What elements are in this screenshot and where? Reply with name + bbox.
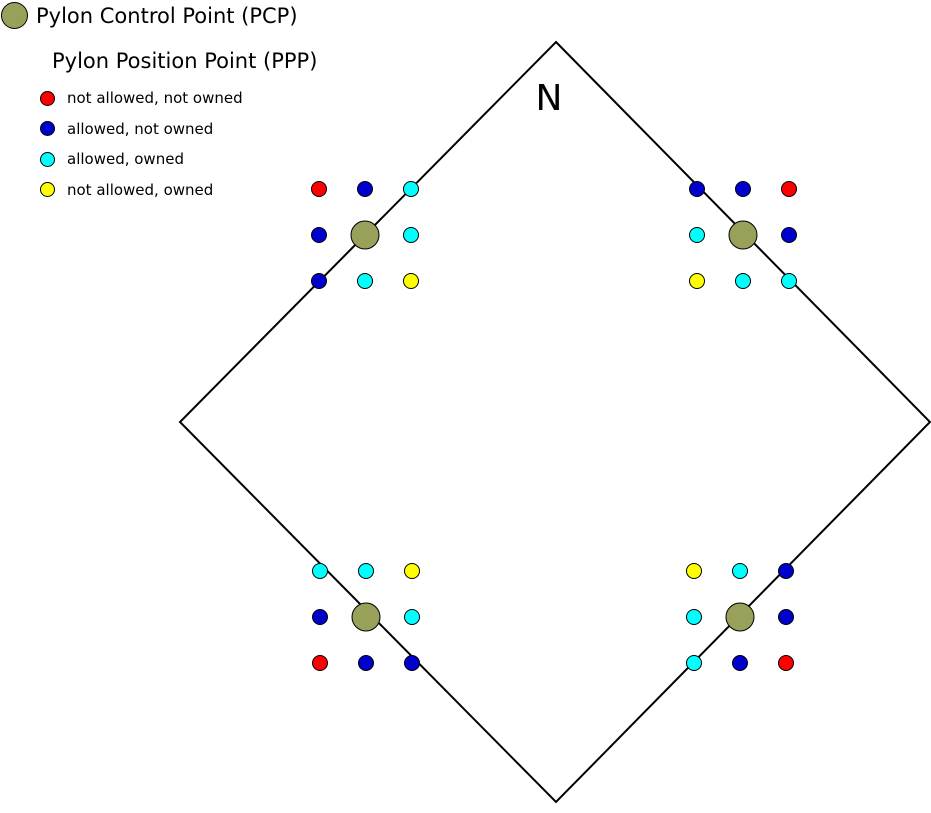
ppp-dot-cyan — [312, 563, 328, 579]
ppp-dot-red — [778, 655, 794, 671]
ppp-dot-blue — [732, 655, 748, 671]
ppp-legend-items: not allowed, not owned allowed, not owned… — [40, 83, 243, 205]
pcp-legend-dot — [1, 2, 28, 29]
ppp-dot-cyan — [686, 655, 702, 671]
ppp-dot-red — [781, 181, 797, 197]
ppp-dot-cyan — [781, 273, 797, 289]
ppp-dot-cyan — [735, 273, 751, 289]
ppp-dot-cyan — [732, 563, 748, 579]
ppp-dot-blue — [312, 609, 328, 625]
ppp-dot-cyan — [686, 609, 702, 625]
legend-item-label: not allowed, not owned — [67, 89, 243, 108]
pcp-dot-bottom-left — [351, 602, 381, 632]
legend-pcp-row: Pylon Control Point (PCP) — [1, 2, 298, 29]
pcp-dot-top-right — [728, 220, 758, 250]
ppp-dot-blue — [357, 181, 373, 197]
ppp-dot-cyan — [403, 181, 419, 197]
ppp-dot-blue — [735, 181, 751, 197]
ppp-dot-cyan — [357, 273, 373, 289]
ppp-dot-cyan — [358, 563, 374, 579]
legend-item-label: allowed, not owned — [67, 119, 214, 138]
legend-item-label: allowed, owned — [67, 150, 184, 169]
ppp-dot-blue — [358, 655, 374, 671]
ppp-dot-blue — [404, 655, 420, 671]
ppp-dot-blue — [778, 609, 794, 625]
ppp-dot-cyan — [689, 227, 705, 243]
ppp-dot-red — [311, 181, 327, 197]
legend-dot-red — [40, 90, 55, 106]
ppp-dot-yellow — [404, 563, 420, 579]
ppp-dot-yellow — [689, 273, 705, 289]
ppp-dot-cyan — [403, 227, 419, 243]
pcp-dot-top-left — [350, 220, 380, 250]
ppp-dot-blue — [781, 227, 797, 243]
ppp-legend-title: Pylon Position Point (PPP) — [52, 49, 318, 73]
legend-item-cyan: allowed, owned — [40, 144, 243, 175]
pylon-square-outline — [178, 40, 931, 804]
legend-item-yellow: not allowed, owned — [40, 175, 243, 206]
legend-dot-cyan — [40, 151, 55, 167]
ppp-dot-blue — [311, 227, 327, 243]
pcp-dot-bottom-right — [725, 602, 755, 632]
ppp-dot-yellow — [403, 273, 419, 289]
legend-item-blue: allowed, not owned — [40, 114, 243, 145]
ppp-dot-blue — [689, 181, 705, 197]
legend-item-label: not allowed, owned — [67, 180, 214, 199]
pcp-legend-label: Pylon Control Point (PCP) — [36, 3, 298, 28]
ppp-dot-cyan — [404, 609, 420, 625]
ppp-dot-blue — [778, 563, 794, 579]
ppp-dot-red — [312, 655, 328, 671]
ppp-dot-blue — [311, 273, 327, 289]
legend-item-red: not allowed, not owned — [40, 83, 243, 114]
legend-dot-yellow — [40, 182, 55, 198]
ppp-dot-yellow — [686, 563, 702, 579]
legend-dot-blue — [40, 121, 55, 137]
north-label: N — [536, 78, 563, 119]
